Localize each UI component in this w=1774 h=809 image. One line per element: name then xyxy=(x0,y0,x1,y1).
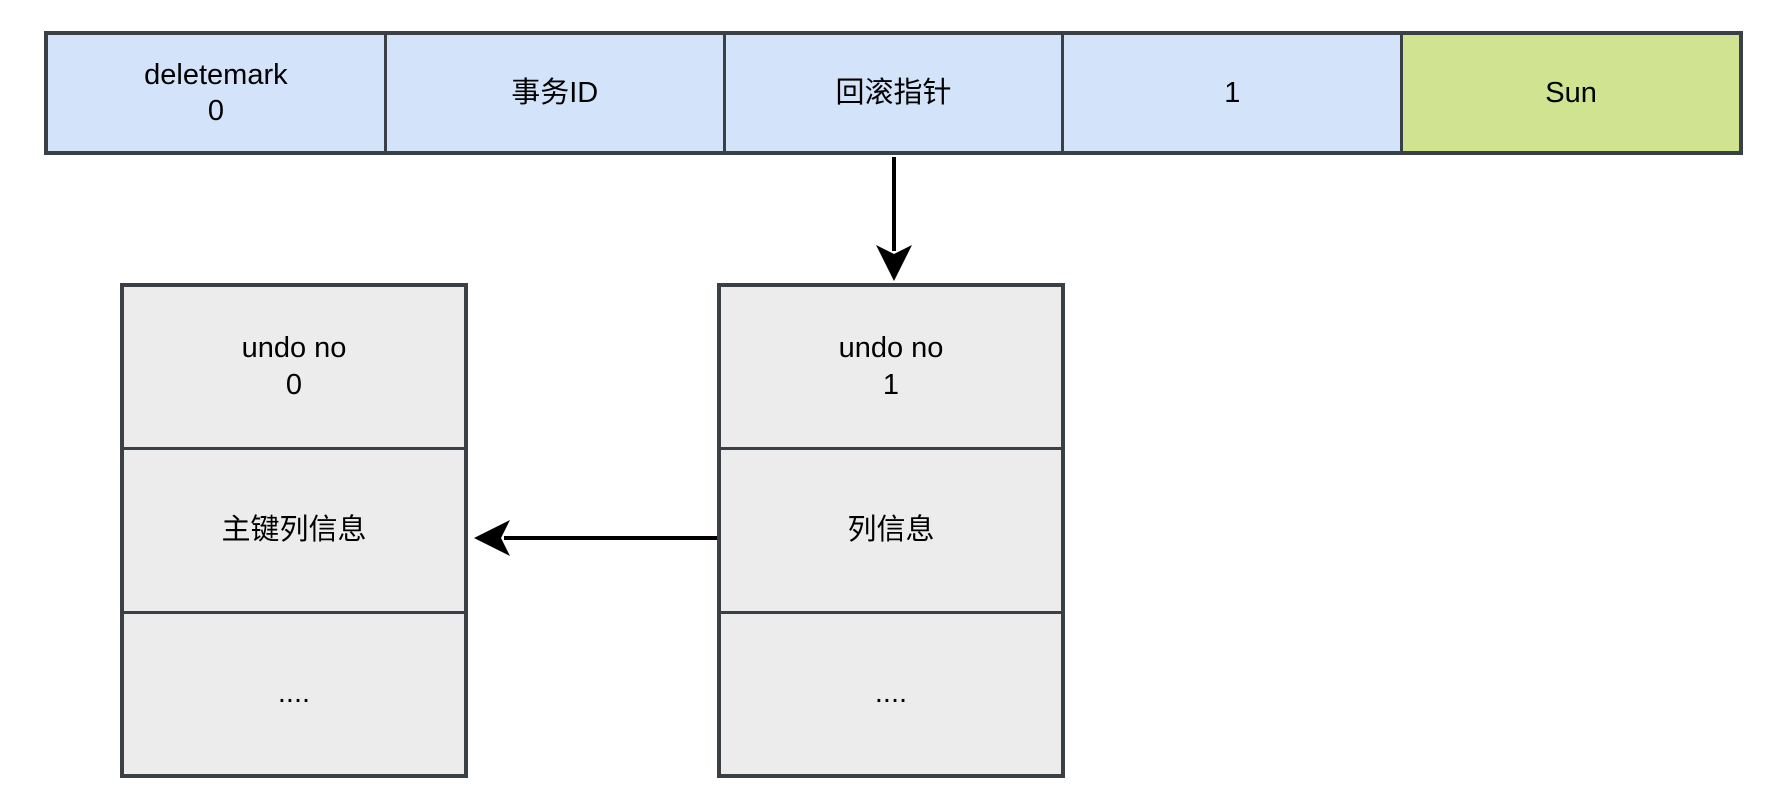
column-info-label: 列信息 xyxy=(847,513,935,546)
cell-column-value-sun: Sun xyxy=(1403,35,1739,151)
cell-rollback-pointer: 回滚指针 xyxy=(725,35,1065,151)
undo-no-label: undo no xyxy=(241,332,347,365)
ellipsis-label: .... xyxy=(874,677,908,710)
cell-deletemark: deletemark 0 xyxy=(48,35,387,151)
cell-transaction-id: 事务ID xyxy=(386,35,726,151)
undo-log-record-1: undo no 1 列信息 .... xyxy=(717,283,1065,778)
ellipsis-label: .... xyxy=(277,677,311,710)
column-info-label: 主键列信息 xyxy=(221,513,367,546)
cell-deletemark-label: deletemark xyxy=(144,59,288,91)
ellipsis-section: .... xyxy=(721,613,1061,774)
undo-log-record-0: undo no 0 主键列信息 .... xyxy=(120,283,468,778)
undo-no-section: undo no 1 xyxy=(721,287,1061,451)
record-row: deletemark 0 事务ID 回滚指针 1 Sun xyxy=(44,31,1743,155)
cell-transaction-id-label: 事务ID xyxy=(511,77,599,109)
column-info-section: 列信息 xyxy=(721,450,1061,614)
column-info-section: 主键列信息 xyxy=(124,450,464,614)
undo-no-value: 1 xyxy=(882,369,900,402)
cell-rollback-pointer-label: 回滚指针 xyxy=(835,77,952,109)
cell-deletemark-value: 0 xyxy=(207,95,224,127)
cell-column-value-sun-label: Sun xyxy=(1545,77,1597,109)
undo-no-section: undo no 0 xyxy=(124,287,464,451)
cell-primary-key-value-label: 1 xyxy=(1224,77,1241,109)
undo-no-value: 0 xyxy=(285,369,303,402)
undo-no-label: undo no xyxy=(838,332,944,365)
rollback-pointer-arrow xyxy=(876,157,912,281)
undo-chain-arrow xyxy=(474,520,717,556)
cell-primary-key-value: 1 xyxy=(1064,35,1404,151)
ellipsis-section: .... xyxy=(124,613,464,774)
